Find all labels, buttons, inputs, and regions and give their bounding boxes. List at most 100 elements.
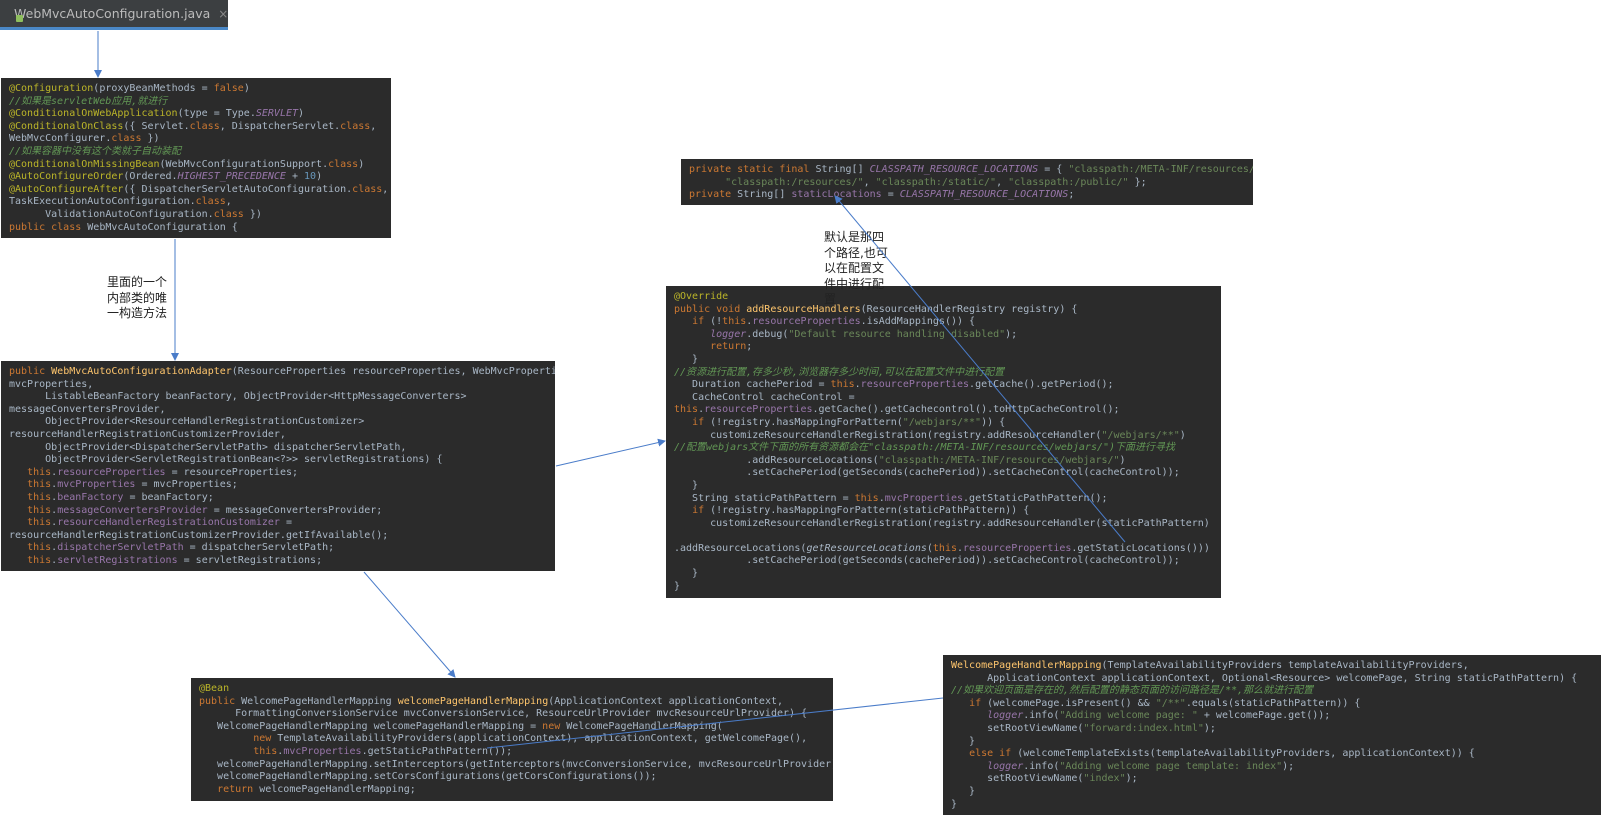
code-line: setRootViewName("index"); (951, 773, 1593, 786)
code-token: . (51, 542, 58, 554)
code-token: ListableBeanFactory beanFactory, ObjectP… (9, 391, 467, 403)
code-line: } (674, 480, 1213, 493)
code-token: private static final (689, 164, 816, 175)
code-token: = { (1038, 164, 1069, 175)
code-line: @Configuration(proxyBeanMethods = false) (9, 83, 383, 96)
code-token (674, 341, 710, 352)
code-token: .info( (1023, 760, 1060, 772)
close-icon[interactable]: × (218, 6, 229, 21)
code-token: logger (987, 760, 1024, 772)
code-token: "Default resource handling disabled" (788, 328, 1006, 340)
code-line: ValidationAutoConfiguration.class }) (9, 209, 383, 222)
code-token: (WebMvcConfigurationSupport. (159, 158, 329, 170)
code-token: welcomePageHandlerMapping.setCorsConfigu… (199, 771, 657, 783)
code-token: ; (746, 341, 753, 353)
code-token: staticLocations (791, 189, 882, 201)
code-token: ValidationAutoConfiguration. (9, 208, 214, 220)
code-token: (!registry.hasMappingForPattern( (710, 416, 903, 428)
code-token (674, 505, 692, 516)
code-token: if (692, 316, 711, 328)
code-token: String staticPathPattern = (674, 492, 855, 504)
code-line: @AutoConfigureOrder(Ordered.HIGHEST_PREC… (9, 171, 383, 184)
code-token: CLASSPATH_RESOURCE_LOCATIONS (869, 164, 1039, 175)
code-token: HIGHEST_PRECEDENCE (177, 171, 286, 183)
code-line: } (674, 568, 1213, 581)
code-line: return; (674, 341, 1213, 354)
code-token: = beanFactory; (123, 491, 214, 503)
code-token: . (51, 504, 58, 516)
code-line: ObjectProvider<DispatcherServletPath> di… (9, 442, 547, 455)
code-token: @ConditionalOnMissingBean (9, 158, 160, 170)
code-token: (welcomePage.isPresent() && (987, 697, 1156, 709)
code-line: ObjectProvider<ResourceHandlerRegistrati… (9, 416, 547, 429)
code-token: @AutoConfigureAfter (9, 183, 124, 195)
code-token: //如果是servletWeb应用,就进行 (9, 95, 168, 107)
code-line: welcomePageHandlerMapping.setInterceptor… (199, 759, 833, 772)
code-line: this.resourceHandlerRegistrationCustomiz… (9, 517, 547, 530)
code-token: = mvcProperties; (135, 479, 238, 491)
code-token (199, 784, 217, 795)
code-token: class (189, 120, 220, 132)
code-token: @Bean (199, 683, 230, 694)
code-token: "classpath:/public/" (1008, 176, 1129, 188)
code-token: @ConditionalOnClass (9, 120, 124, 132)
code-token: .setCachePeriod(getSeconds(cachePeriod))… (674, 467, 1180, 479)
code-token: ; (1068, 189, 1075, 201)
code-token: ); (1282, 760, 1295, 772)
code-line: this.mvcProperties = mvcProperties; (9, 479, 547, 492)
code-token: class (213, 208, 244, 220)
code-token: ) (298, 108, 305, 120)
code-token: ); (1125, 773, 1138, 785)
code-token: .addResourceLocations( (674, 454, 879, 466)
code-token: } (674, 479, 699, 491)
code-token: welcomePageHandlerMapping.setInterceptor… (199, 758, 833, 770)
code-token: ); (1005, 328, 1018, 340)
code-token: "/webjars/**" (902, 416, 982, 428)
code-token: //如果容器中没有这个类就子自动装配 (9, 145, 182, 157)
code-line: this.mvcProperties.getStaticPathPattern(… (199, 746, 825, 759)
code-adapter-constructor: public WebMvcAutoConfigurationAdapter(Re… (1, 361, 555, 571)
code-token: . (51, 466, 58, 478)
code-token: //如果欢迎页面是存在的,然后配置的静态页面的访问路径是/**,那么就进行配置 (951, 685, 1314, 697)
code-token: .getCache().getCachecontrol().toHttpCach… (812, 404, 1120, 416)
code-line: .setCachePeriod(getSeconds(cachePeriod))… (674, 555, 1213, 568)
code-line: if (!this.resourceProperties.isAddMappin… (674, 316, 1213, 329)
code-line: private String[] staticLocations = CLASS… (689, 189, 1245, 202)
code-token: ); (1203, 722, 1216, 734)
code-token: mvcProperties (57, 479, 136, 491)
code-line: //如果是servletWeb应用,就进行 (9, 96, 383, 109)
code-token: . (746, 316, 753, 328)
code-token: (ResourceProperties resourceProperties, … (231, 366, 555, 377)
code-token: "classpath:/META-INF/resources/" (1068, 164, 1253, 175)
code-token: mvcProperties (283, 745, 362, 757)
code-line: } (951, 736, 1593, 749)
code-token: FormattingConversionService mvcConversio… (199, 708, 808, 720)
code-line: this.messageConvertersProvider = message… (9, 505, 547, 518)
code-token: .info( (1023, 710, 1060, 722)
code-token (9, 479, 27, 490)
code-token: this (27, 491, 52, 503)
code-line: ObjectProvider<ServletRegistrationBean<?… (9, 454, 547, 467)
code-token: messageConvertersProvider, (9, 403, 166, 415)
code-token: CacheControl cacheControl = (674, 391, 855, 403)
code-token: ) (1119, 454, 1126, 466)
editor-tab[interactable]: WebMvcAutoConfiguration.java × (0, 0, 228, 30)
code-token (9, 505, 27, 516)
code-token: "classpath:/static/" (875, 176, 997, 188)
code-token (689, 177, 725, 188)
code-line (674, 530, 1213, 543)
arrow-adapter-to-handlers (555, 438, 666, 467)
code-line: //资源进行配置,存多少秒,浏览器存多少时间,可以在配置文件中进行配置 (674, 367, 1213, 380)
code-line: ListableBeanFactory beanFactory, ObjectP… (9, 391, 547, 404)
code-token: }) (141, 133, 160, 145)
code-token: this (674, 404, 699, 416)
code-line: } (951, 799, 1593, 812)
code-line: } (674, 581, 1213, 594)
code-line: welcomePageHandlerMapping.setCorsConfigu… (199, 771, 825, 784)
code-line: } (674, 354, 1213, 367)
code-token: class (340, 120, 371, 132)
code-line: customizeResourceHandlerRegistration(reg… (674, 430, 1213, 443)
code-line: @ConditionalOnWebApplication(type = Type… (9, 108, 383, 121)
code-resource-locations: private static final String[] CLASSPATH_… (681, 159, 1253, 205)
